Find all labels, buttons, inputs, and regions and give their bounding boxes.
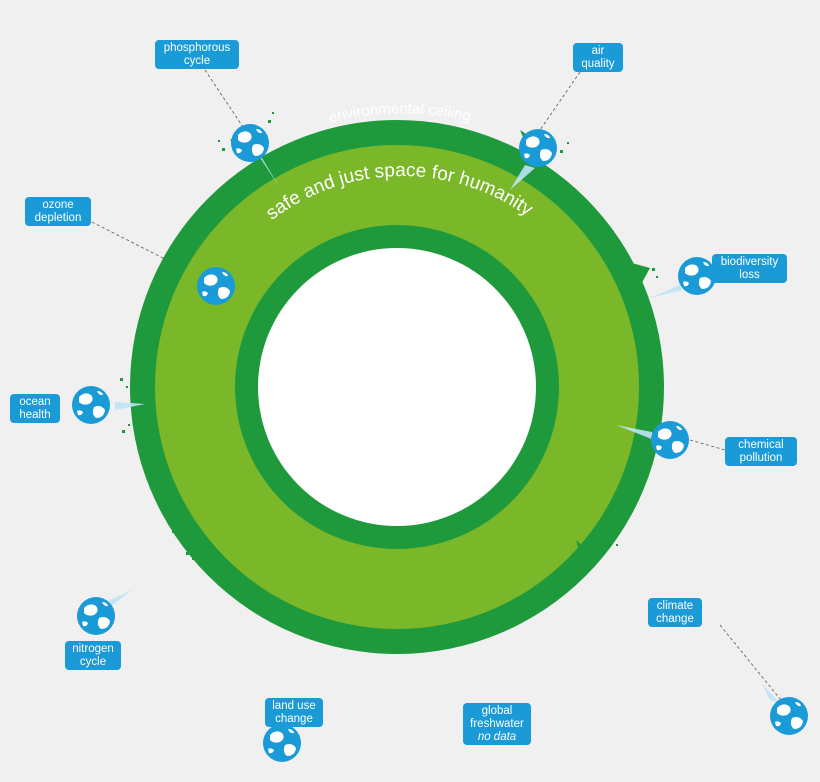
label-line: ozone	[42, 198, 74, 211]
label-line: change	[275, 712, 313, 725]
globe-trails	[106, 150, 780, 703]
label-line: climate	[656, 599, 694, 612]
label-line: pollution	[739, 451, 783, 464]
label-line: quality	[581, 57, 615, 70]
label-land-use-change: land use change	[265, 698, 323, 727]
globe-icon	[263, 724, 301, 762]
globe-icon	[72, 386, 110, 424]
label-ozone-depletion: ozone depletion	[25, 197, 91, 226]
globe-icon	[651, 421, 689, 459]
label-biodiversity-loss: biodiversity loss	[712, 254, 787, 283]
overshoot-specks	[120, 112, 658, 635]
label-line: health	[19, 408, 51, 421]
label-line: cycle	[79, 655, 107, 668]
label-line: land use	[272, 699, 316, 712]
label-line: biodiversity	[720, 255, 779, 268]
label-line: cycle	[183, 54, 211, 67]
globe-icon	[231, 124, 269, 162]
label-climate-change: climate change	[648, 598, 702, 627]
label-global-freshwater: global freshwater no data	[463, 703, 531, 745]
label-line: depletion	[34, 211, 82, 224]
label-line: loss	[739, 268, 760, 281]
no-data-note: no data	[477, 730, 517, 743]
center-hole	[258, 248, 536, 526]
label-line: nitrogen	[72, 642, 114, 655]
label-line: chemical	[738, 438, 784, 451]
label-air-quality: air quality	[573, 43, 623, 72]
globe-icon	[77, 597, 115, 635]
label-line: change	[656, 612, 694, 625]
globe-icon	[770, 697, 808, 735]
label-line: freshwater	[470, 717, 524, 730]
label-line: air	[591, 44, 605, 57]
label-nitrogen-cycle: nitrogen cycle	[65, 641, 121, 670]
label-ocean-health: ocean health	[10, 394, 60, 423]
label-line: ocean	[19, 395, 51, 408]
label-chemical-pollution: chemical pollution	[725, 437, 797, 466]
label-line: phosphorous	[163, 41, 231, 54]
label-phosphorous-cycle: phosphorous cycle	[155, 40, 239, 69]
globe-icon	[678, 257, 716, 295]
globe-icon	[519, 129, 557, 167]
globe-icon	[197, 267, 235, 305]
label-line: global	[481, 704, 513, 717]
